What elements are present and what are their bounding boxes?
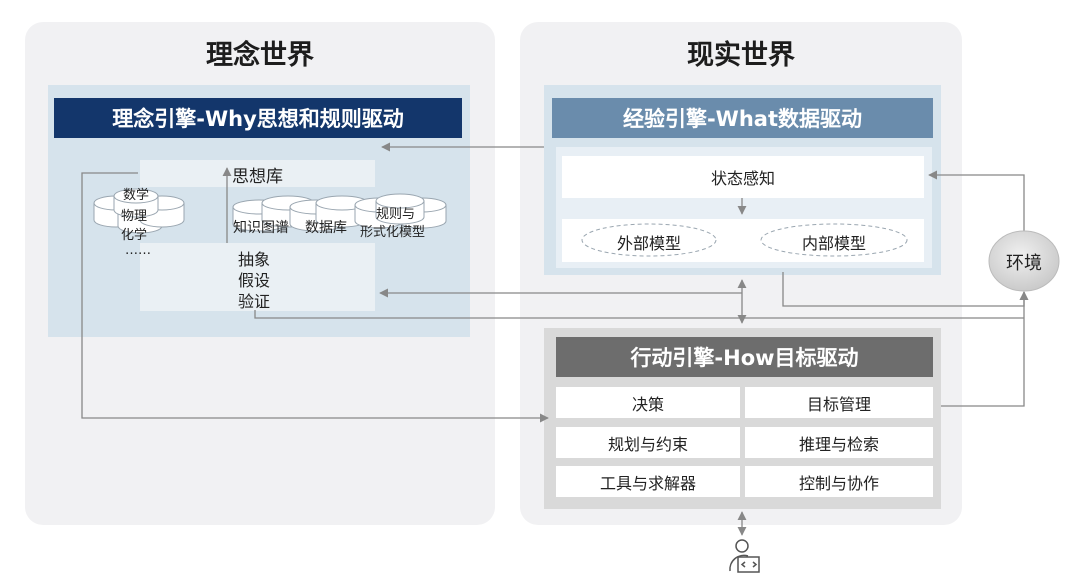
environment-circle [988,230,1060,292]
rules-label-line1: 规则与 [376,207,416,222]
database-label: 数据库 [305,220,347,236]
external-model-label: 外部模型 [616,234,681,253]
discipline-math: 数学 [123,188,150,203]
ideal-world-title: 理念世界 [206,40,314,71]
process-verify: 验证 [238,292,271,311]
disciplines-database-icon [93,188,185,234]
user-icon [729,539,760,573]
rules-database-icon [354,193,447,229]
action-cell-control: 控制与协作 [745,466,933,497]
internal-model-ellipse [760,223,908,257]
discipline-ellipsis: …… [125,243,151,258]
internal-model-label: 内部模型 [801,234,866,253]
external-model-ellipse [581,223,717,257]
process-hypothesis: 假设 [238,271,271,290]
arrow-action-to-env [941,291,1029,407]
process-box [140,243,375,311]
knowledge-graph-label: 知识图谱 [233,220,289,236]
thought-lib-box [140,160,375,187]
line-verify-to-env [254,310,1024,319]
action-cell-planning: 规划与约束 [556,427,740,458]
discipline-physics: 物理 [121,209,148,224]
line-internal-to-env [782,272,1029,307]
action-cell-tools: 工具与求解器 [556,466,740,497]
rules-label-line2: 形式化模型 [360,225,426,240]
action-engine-title: 行动引擎-How目标驱动 [556,337,933,377]
discipline-chemistry: 化学 [121,228,148,243]
state-perception-box: 状态感知 [562,156,924,198]
process-abstract: 抽象 [238,250,271,269]
ideal-engine-title: 理念引擎-Why思想和规则驱动 [54,98,462,138]
real-world-title: 现实世界 [687,40,795,71]
action-cell-decision: 决策 [556,387,740,418]
action-cell-goal-management: 目标管理 [745,387,933,418]
environment-label: 环境 [1006,253,1042,274]
arrow-env-to-perception [928,170,1025,232]
thought-lib-label: 思想库 [232,167,283,187]
experience-engine-title: 经验引擎-What数据驱动 [552,98,933,138]
action-cell-reasoning: 推理与检索 [745,427,933,458]
arrow-loop-to-action [81,172,549,423]
